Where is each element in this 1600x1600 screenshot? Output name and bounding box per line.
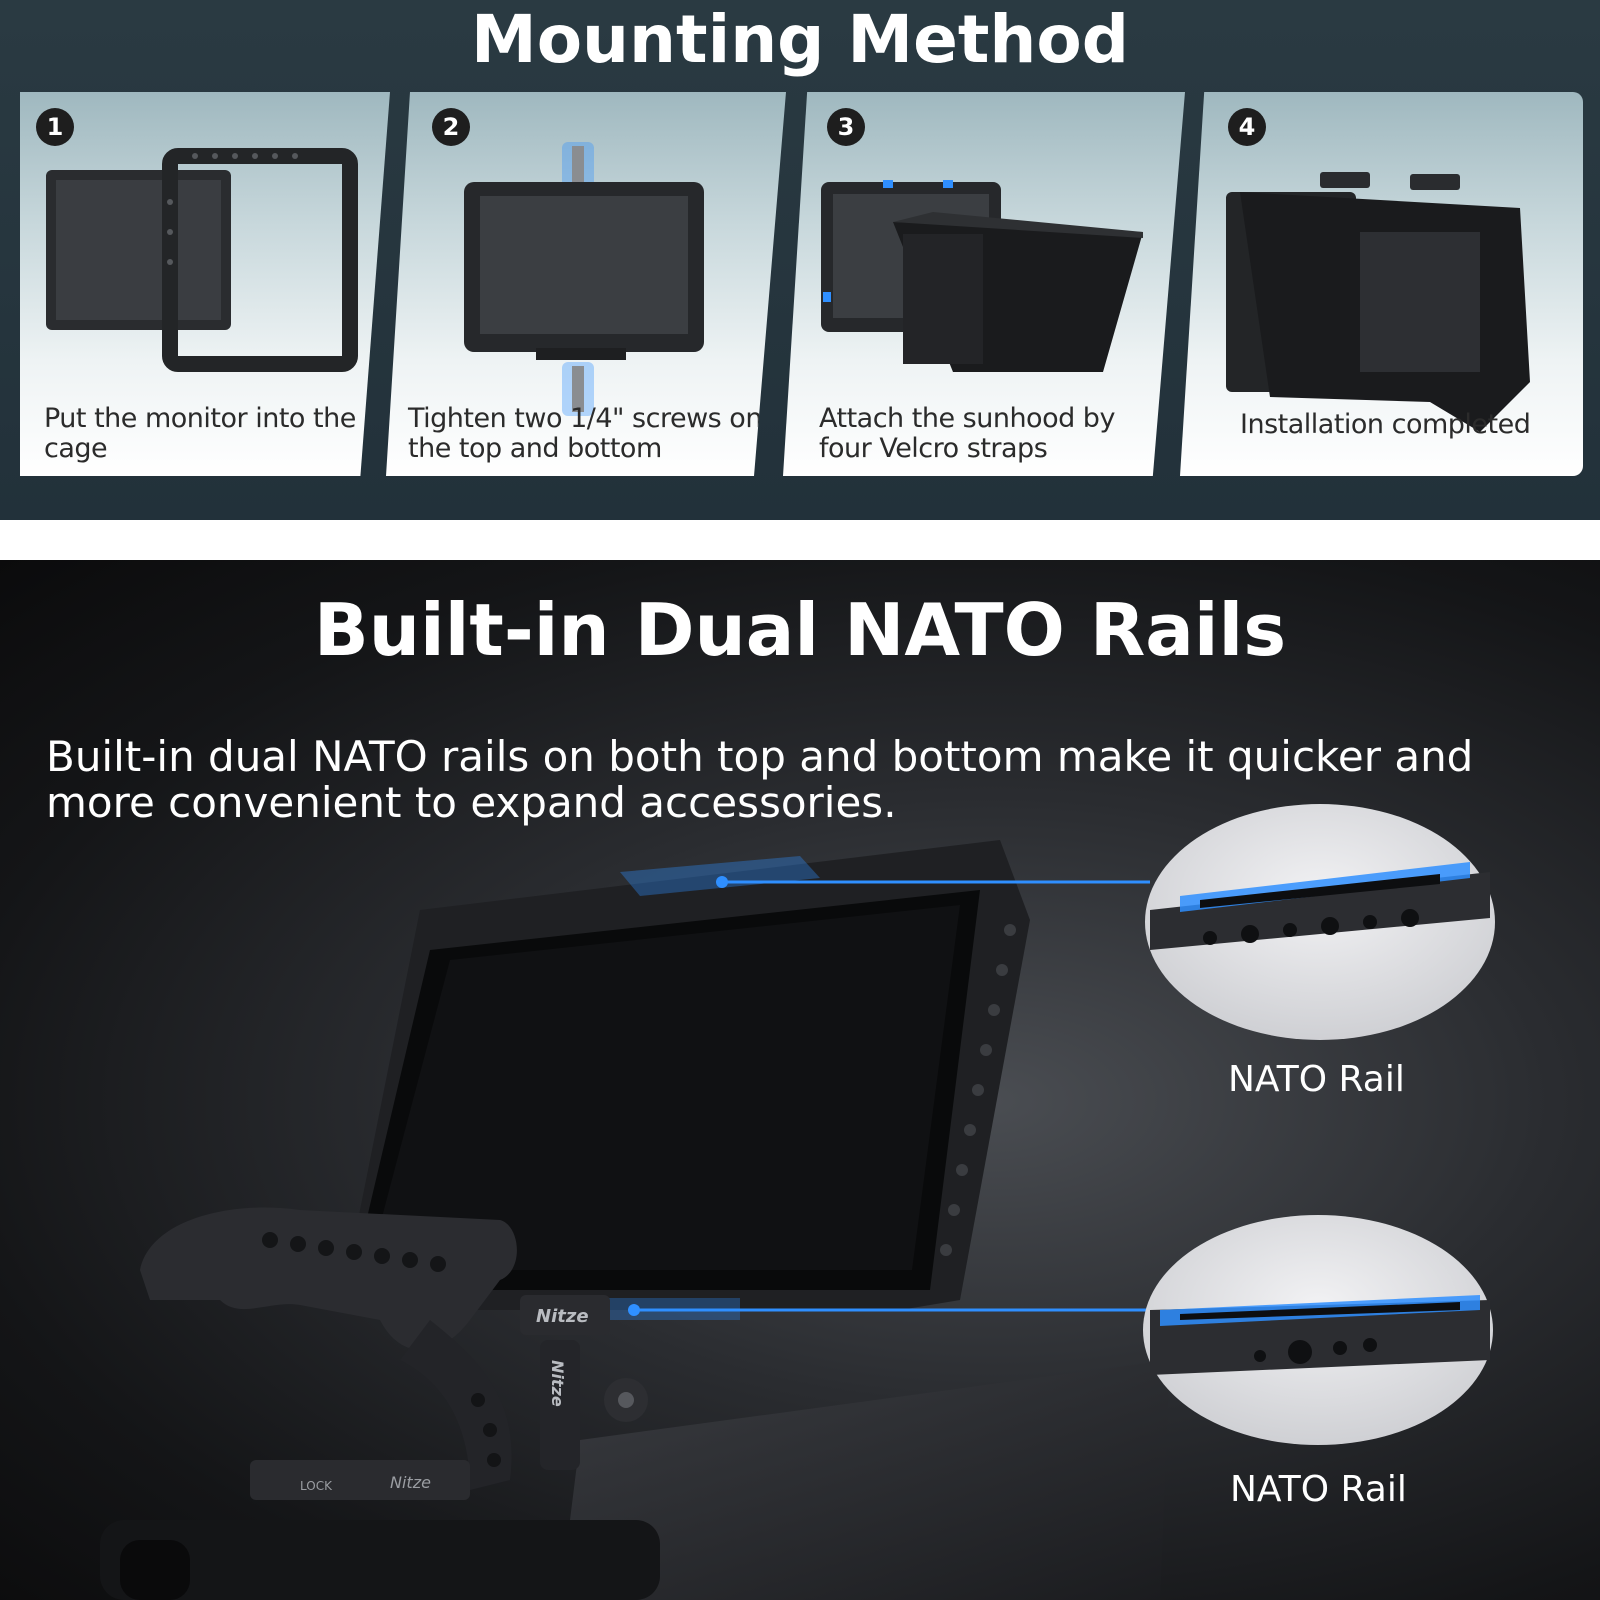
cage-mounting-holes [940, 924, 1016, 1256]
nato-rail-label-bottom: NATO Rail [1230, 1469, 1407, 1510]
zoom-top-rail [1145, 804, 1495, 1040]
step-card-3: 3 Attach the sunhood by four Velcro stra… [783, 92, 1185, 476]
step-card-2: 2 Tighten two 1/4" screws on the top and… [386, 92, 786, 476]
brand-mark: Nitze [390, 1473, 431, 1492]
mounting-method-title: Mounting Method [471, 1, 1129, 78]
zoom-bottom-rail [1143, 1215, 1493, 1445]
installation-completed-illustration [1226, 172, 1530, 432]
lock-text: LOCK [300, 1479, 333, 1493]
step-caption: Put the monitor into the cage [44, 403, 356, 464]
step-caption: Attach the sunhood by four Velcro straps [819, 403, 1115, 464]
mounting-method-section: Mounting Method 1 Put the monitor into t… [0, 0, 1600, 520]
handle-holes [262, 1232, 446, 1272]
brand-mark: Nitze [548, 1360, 567, 1407]
step-card-1: 1 Put the monitor into the cage [20, 92, 390, 476]
step-caption: Tighten two 1/4" screws on the top and b… [408, 403, 762, 464]
step-number-badge: 2 [432, 108, 470, 146]
step-number-badge: 1 [36, 108, 74, 146]
nato-rails-title: Built-in Dual NATO Rails [313, 588, 1287, 672]
step-card-4: 4 Installation completed [1180, 92, 1583, 476]
nato-rails-section: Built-in Dual NATO Rails Built-in dual N… [0, 560, 1600, 1600]
monitor-into-cage-illustration [46, 148, 358, 372]
step-number-badge: 3 [827, 108, 865, 146]
screws-tighten-illustration [464, 142, 704, 416]
nato-rails-description: Built-in dual NATO rails on both top and… [46, 732, 1474, 827]
sunhood-attach-illustration [821, 180, 1143, 372]
brand-mark: Nitze [536, 1306, 589, 1327]
monitor-cage-product-illustration: Nitze Nitze LOCK Nitze [100, 804, 1495, 1600]
step-caption: Installation completed [1240, 409, 1531, 440]
nato-rail-label-top: NATO Rail [1228, 1059, 1405, 1100]
section-divider [0, 520, 1600, 560]
step-number-badge: 4 [1228, 108, 1266, 146]
